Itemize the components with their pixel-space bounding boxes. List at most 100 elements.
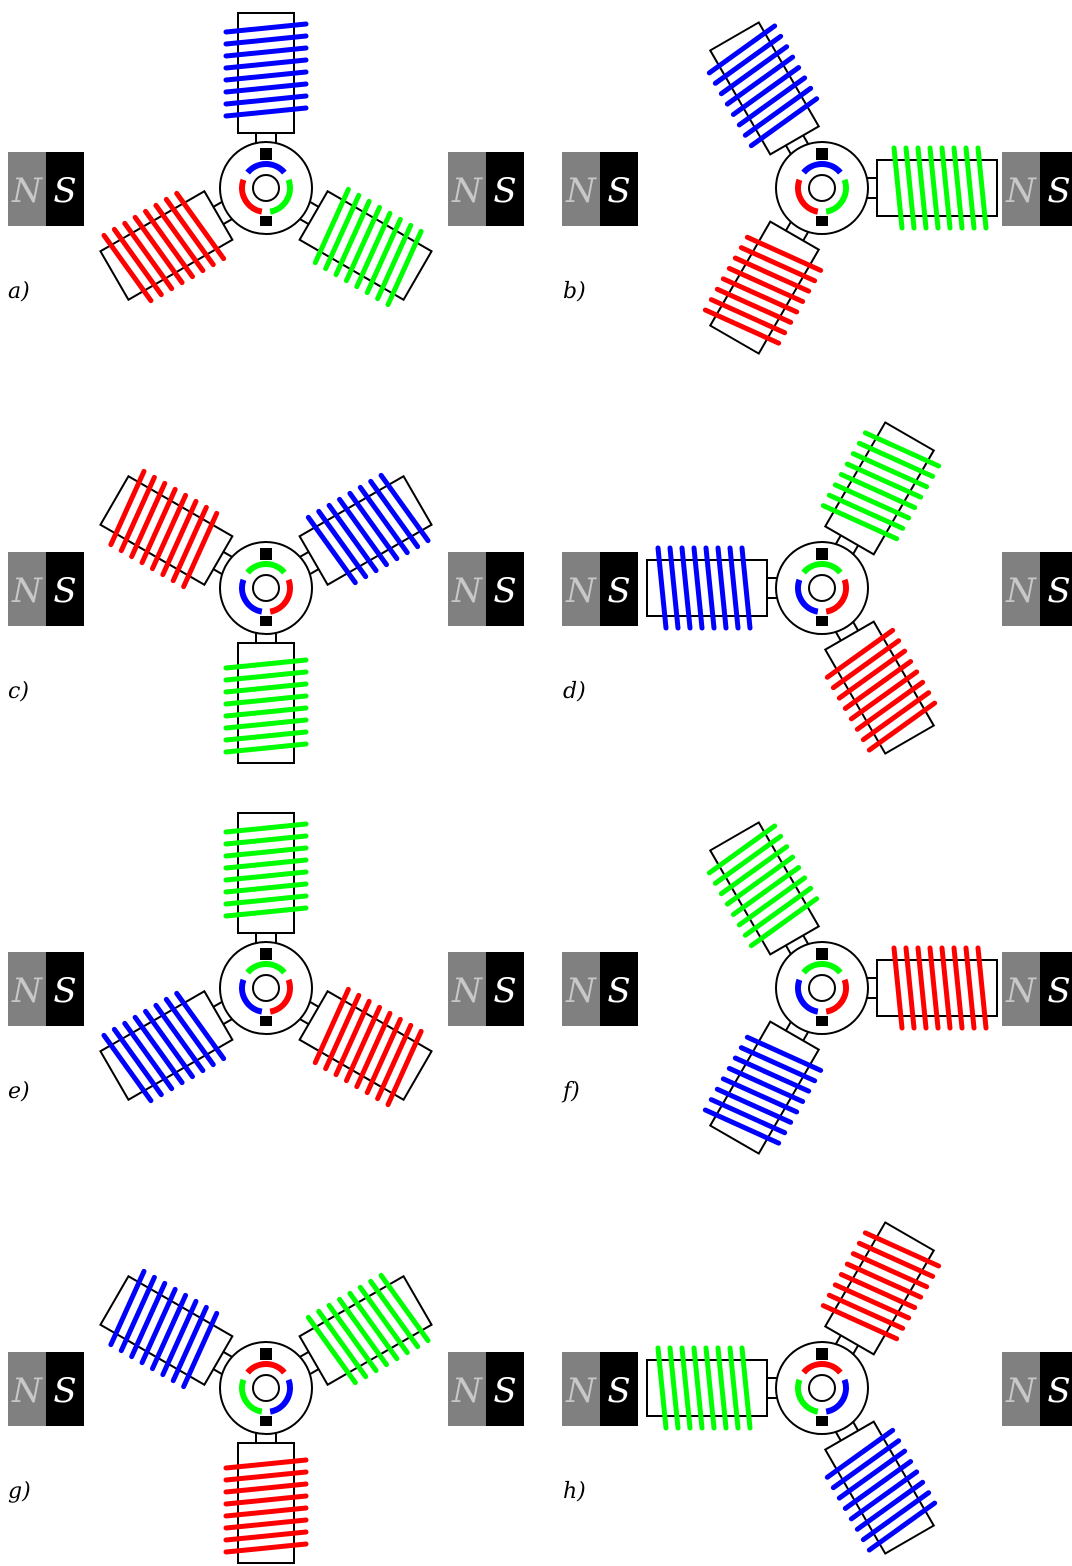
coil-winding — [915, 145, 929, 231]
coil-winding — [703, 1345, 717, 1431]
coil-winding — [862, 430, 942, 469]
shaft — [252, 974, 280, 1002]
coil-winding — [824, 1427, 896, 1480]
coil-winding — [748, 96, 820, 149]
north-label: N — [565, 971, 597, 1011]
north-pole — [562, 552, 600, 626]
coil-winding — [364, 216, 403, 296]
coil-winding — [975, 945, 989, 1031]
coil-winding — [655, 1345, 669, 1431]
coil-winding — [727, 545, 741, 631]
coil-winding — [223, 833, 309, 847]
coil-winding — [163, 996, 216, 1068]
south-label: S — [53, 571, 76, 611]
north-pole — [1002, 552, 1040, 626]
commutator-segment — [795, 978, 819, 1015]
coil-winding — [153, 202, 206, 274]
coil-winding — [337, 496, 389, 568]
north-label: N — [1005, 171, 1037, 211]
coil-winding — [223, 93, 309, 107]
coil-winding — [820, 503, 900, 542]
north-label: N — [11, 971, 43, 1011]
commutator-segment — [239, 178, 263, 215]
coil-winding — [742, 85, 814, 138]
coil-winding — [866, 1500, 938, 1553]
south-pole — [600, 952, 638, 1026]
commutator-segment — [239, 1378, 263, 1415]
coil-winding — [975, 145, 989, 231]
coil-winding — [223, 33, 309, 47]
coil-winding — [720, 1076, 800, 1115]
coil-winding — [939, 145, 953, 231]
coil-winding — [357, 1284, 410, 1356]
coil-winding — [732, 255, 812, 294]
north-label: N — [1005, 1371, 1037, 1411]
coil-winding — [730, 865, 802, 917]
brush-top — [260, 548, 272, 560]
coil-winding — [337, 1296, 389, 1368]
coil-winding — [111, 1026, 164, 1098]
commutator-segment — [269, 578, 293, 615]
panel-label: f) — [561, 1079, 580, 1104]
shaft — [808, 574, 836, 602]
armature-arm — [851, 945, 998, 1031]
coil-winding — [736, 875, 808, 928]
brush-top — [816, 948, 828, 960]
armature-arm — [223, 812, 309, 959]
coil-winding — [739, 545, 753, 631]
south-pole — [486, 152, 524, 226]
coil-winding — [149, 492, 189, 572]
north-pole — [562, 152, 600, 226]
north-label: N — [451, 971, 483, 1011]
coil-winding — [724, 854, 796, 907]
coil-winding — [223, 1505, 309, 1519]
coil-winding — [122, 220, 175, 292]
coil-winding — [223, 1517, 309, 1531]
coil-winding — [836, 1448, 908, 1501]
coil-winding — [706, 23, 778, 76]
coil-winding — [323, 992, 362, 1072]
coil-winding — [368, 478, 421, 550]
commutator-segment — [245, 1361, 287, 1375]
coil-winding — [830, 1438, 902, 1491]
armature-arm — [99, 1268, 247, 1390]
south-pole — [1040, 152, 1072, 226]
north-pole — [8, 952, 46, 1026]
armature-arm — [99, 189, 247, 304]
coil-winding — [354, 1010, 393, 1090]
coil-winding — [378, 1272, 431, 1344]
south-label: S — [53, 171, 76, 211]
north-pole — [8, 1352, 46, 1426]
coil-winding — [655, 545, 669, 631]
north-label: N — [451, 1371, 483, 1411]
coil-winding — [160, 1298, 199, 1378]
coil-winding — [691, 545, 705, 631]
coil-winding — [742, 885, 814, 938]
rotor-hub — [775, 941, 869, 1035]
coil-winding — [223, 881, 309, 895]
coil-winding — [223, 681, 309, 695]
coil-winding — [712, 833, 784, 886]
coil-winding — [101, 232, 154, 304]
coil-winding — [132, 214, 185, 286]
north-pole — [1002, 1352, 1040, 1426]
coil-winding — [375, 1022, 414, 1102]
coil-winding — [927, 945, 941, 1031]
coil-winding — [915, 945, 929, 1031]
coil-winding — [736, 75, 808, 128]
coil-winding — [163, 196, 216, 268]
coil-winding — [724, 54, 796, 107]
rotor-hub — [219, 941, 313, 1035]
panel-label: d) — [563, 679, 586, 704]
coil-winding — [333, 998, 372, 1078]
coil-winding — [223, 705, 309, 719]
coil-winding — [826, 492, 906, 531]
coil-winding — [951, 145, 965, 231]
